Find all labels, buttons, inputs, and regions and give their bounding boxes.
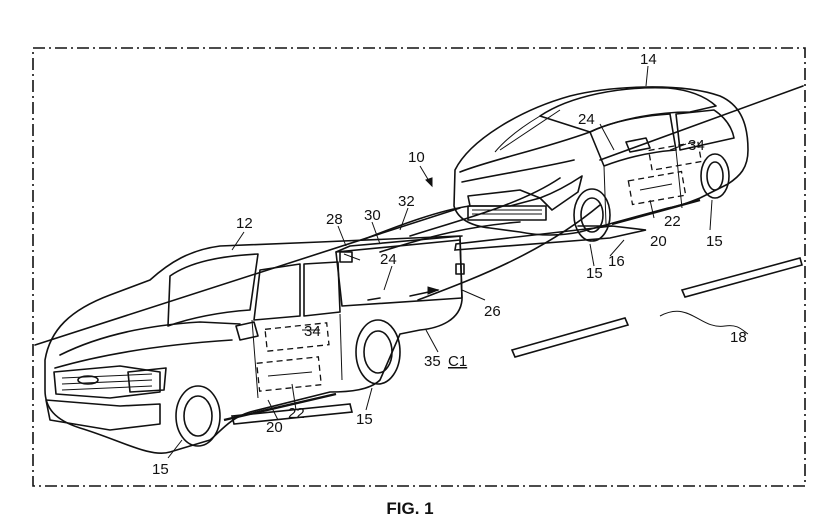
label-tow-vehicle: 12 (236, 215, 253, 232)
label-hitch: 35 (424, 353, 441, 370)
reference-numerals: 10 12 14 24 34 28 30 32 24 22 20 15 16 1… (152, 51, 747, 478)
label-light-towed: 24 (578, 111, 595, 128)
label-wheel-truck-front: 15 (152, 461, 169, 478)
label-light-truck: 24 (380, 251, 397, 268)
label-system: 10 (408, 149, 425, 166)
label-wheel-truck-rear: 15 (356, 411, 373, 428)
tow-vehicle (44, 235, 465, 454)
label-connector: 32 (398, 193, 415, 210)
leader-lines (167, 65, 713, 459)
label-towed-vehicle: 14 (640, 51, 657, 68)
label-roadway: 18 (730, 329, 747, 346)
label-tow-bar: 16 (608, 253, 625, 270)
label-camera: 30 (364, 207, 381, 224)
label-module-towed: 22 (664, 213, 681, 230)
label-condition: C1 (448, 353, 467, 370)
label-tether: 26 (484, 303, 501, 320)
figure-caption: FIG. 1 (386, 499, 433, 518)
label-controller-truck: 34 (304, 323, 321, 340)
label-bed-item: 28 (326, 211, 343, 228)
label-sensor-towed: 20 (650, 233, 667, 250)
label-controller-towed: 34 (688, 137, 705, 154)
towed-vehicle (453, 86, 749, 242)
label-wheel-towed-rear: 15 (706, 233, 723, 250)
label-sensor-truck: 20 (266, 419, 283, 436)
label-module-truck: 22 (288, 405, 305, 422)
figure-border (32, 47, 806, 487)
label-wheel-towed-front: 15 (586, 265, 603, 282)
roadway (34, 85, 804, 425)
